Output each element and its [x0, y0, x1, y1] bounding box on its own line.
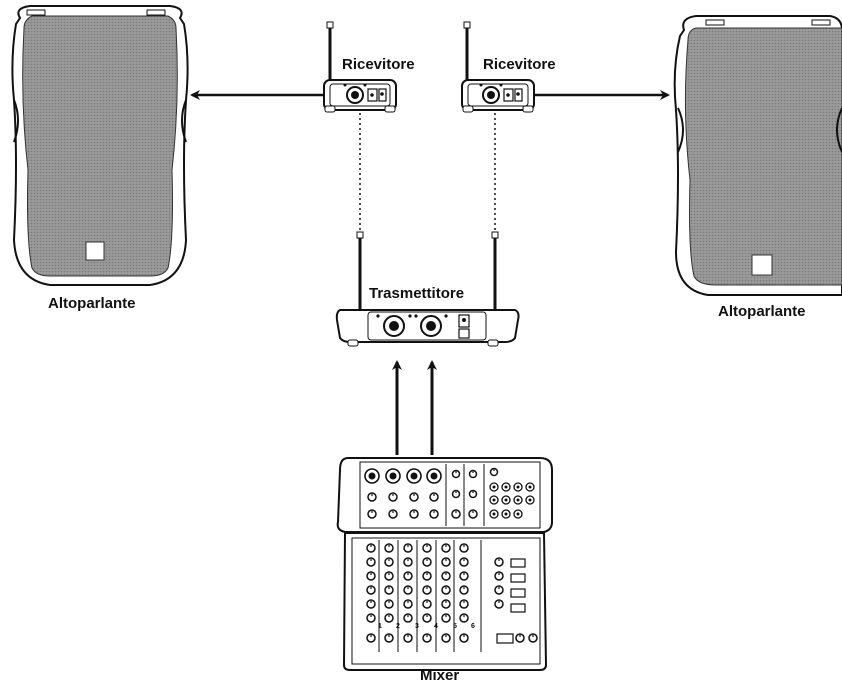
- mixer-channel-knob: [367, 634, 375, 642]
- mixer-knob: [453, 491, 460, 498]
- mixer-channel-knob: [367, 572, 375, 580]
- mixer-channel-knob: [385, 558, 393, 566]
- mixer-xlr-input-icon: [386, 469, 400, 483]
- mixer-channel-knob: [404, 586, 412, 594]
- mixer-channel-knob: [404, 544, 412, 552]
- mixer-gain-knob: [430, 510, 438, 518]
- mixer-knob: [469, 510, 477, 518]
- mixer-channel-knob: [404, 614, 412, 622]
- mixer-label: Mixer: [420, 667, 459, 684]
- mixer-knob: [470, 471, 477, 478]
- mixer-channel-knob: [385, 600, 393, 608]
- mixer-channel-knob: [404, 558, 412, 566]
- mixer-channel-knob: [442, 600, 450, 608]
- receiver-left-label: Ricevitore: [342, 56, 415, 73]
- mixer-channel-knob: [442, 558, 450, 566]
- mixer-channel-knob: [385, 572, 393, 580]
- mixer-knob: [470, 491, 477, 498]
- mixer-channel-knob: [460, 544, 468, 552]
- mixer-xlr-input-icon: [407, 469, 421, 483]
- mixer-channel-knob: [385, 586, 393, 594]
- mixer-channel-knob: [442, 572, 450, 580]
- mixer-jack-icon: [514, 483, 522, 491]
- mixer-channel-knob: [442, 586, 450, 594]
- mixer-gain-knob: [410, 493, 418, 501]
- mixer-channel-knob: [442, 614, 450, 622]
- mixer-channel-knob: [423, 586, 431, 594]
- mixer-channel-knob: [423, 558, 431, 566]
- mixer-channel-knob: [367, 586, 375, 594]
- mixer-channel-knob: [460, 600, 468, 608]
- mixer-channel-knob: [404, 572, 412, 580]
- mixer-channel-knob: [367, 558, 375, 566]
- receiver-right-label: Ricevitore: [483, 56, 556, 73]
- mixer-channel-number: 6: [471, 623, 475, 630]
- mixer-knob: [453, 471, 460, 478]
- mixer-channel-knob: [367, 544, 375, 552]
- mixer-display: [497, 634, 513, 643]
- mixer-channel-knob: [423, 600, 431, 608]
- mixer-jack-icon: [502, 510, 510, 518]
- mixer-knob: [452, 510, 460, 518]
- mixer-channel-knob: [385, 544, 393, 552]
- mixer-button: [511, 604, 525, 612]
- mixer-gain-knob: [389, 493, 397, 501]
- mixer-xlr-input-icon: [427, 469, 441, 483]
- mixer-jack-icon: [490, 496, 498, 504]
- mixer-channel-knob: [460, 558, 468, 566]
- mixer-channel-knob: [423, 634, 431, 642]
- mixer-button: [511, 574, 525, 582]
- mixer-master-knob: [495, 586, 503, 594]
- mixer-jack-icon: [502, 496, 510, 504]
- mixer-master-knob: [495, 600, 503, 608]
- speaker-right-label: Altoparlante: [718, 303, 806, 320]
- mixer-gain-knob: [368, 510, 376, 518]
- mixer-channel-knob: [385, 634, 393, 642]
- mixer-gain-knob: [389, 510, 397, 518]
- mixer-channel-knob: [404, 600, 412, 608]
- mixer-jack-icon: [490, 483, 498, 491]
- mixer-master-knob: [495, 572, 503, 580]
- mixer-channel-knob: [442, 544, 450, 552]
- mixer-jack-icon: [514, 510, 522, 518]
- mixer-master-knob: [495, 558, 503, 566]
- mixer-channel-knob: [460, 572, 468, 580]
- speaker-right: [675, 16, 842, 295]
- mixer-channel-knob: [367, 600, 375, 608]
- mixer-channel-knob: [385, 614, 393, 622]
- mixer-master-knob: [516, 634, 524, 642]
- mixer-master-knob: [529, 634, 537, 642]
- mixer-button: [511, 589, 525, 597]
- speaker-left-label: Altoparlante: [48, 295, 136, 312]
- mixer-channel-knob: [423, 544, 431, 552]
- mixer-channel-knob: [423, 614, 431, 622]
- mixer-xlr-input-icon: [365, 469, 379, 483]
- mixer-jack-icon: [526, 496, 534, 504]
- mixer-gain-knob: [430, 493, 438, 501]
- mixer-knob: [491, 469, 498, 476]
- mixer-channel-knob: [423, 572, 431, 580]
- mixer-channel-knob: [460, 586, 468, 594]
- mixer-jack-icon: [502, 483, 510, 491]
- mixer-gain-knob: [368, 493, 376, 501]
- mixer: 123456: [338, 458, 552, 670]
- mixer-channel-knob: [404, 634, 412, 642]
- mixer-channel-knob: [442, 634, 450, 642]
- speaker-left: [12, 6, 187, 285]
- mixer-jack-icon: [526, 483, 534, 491]
- mixer-channel-knob: [367, 614, 375, 622]
- mixer-channel-knob: [460, 634, 468, 642]
- mixer-jack-icon: [490, 510, 498, 518]
- mixer-button: [511, 559, 525, 567]
- mixer-gain-knob: [410, 510, 418, 518]
- mixer-jack-icon: [514, 496, 522, 504]
- transmitter-label: Trasmettitore: [369, 285, 464, 302]
- mixer-channel-knob: [460, 614, 468, 622]
